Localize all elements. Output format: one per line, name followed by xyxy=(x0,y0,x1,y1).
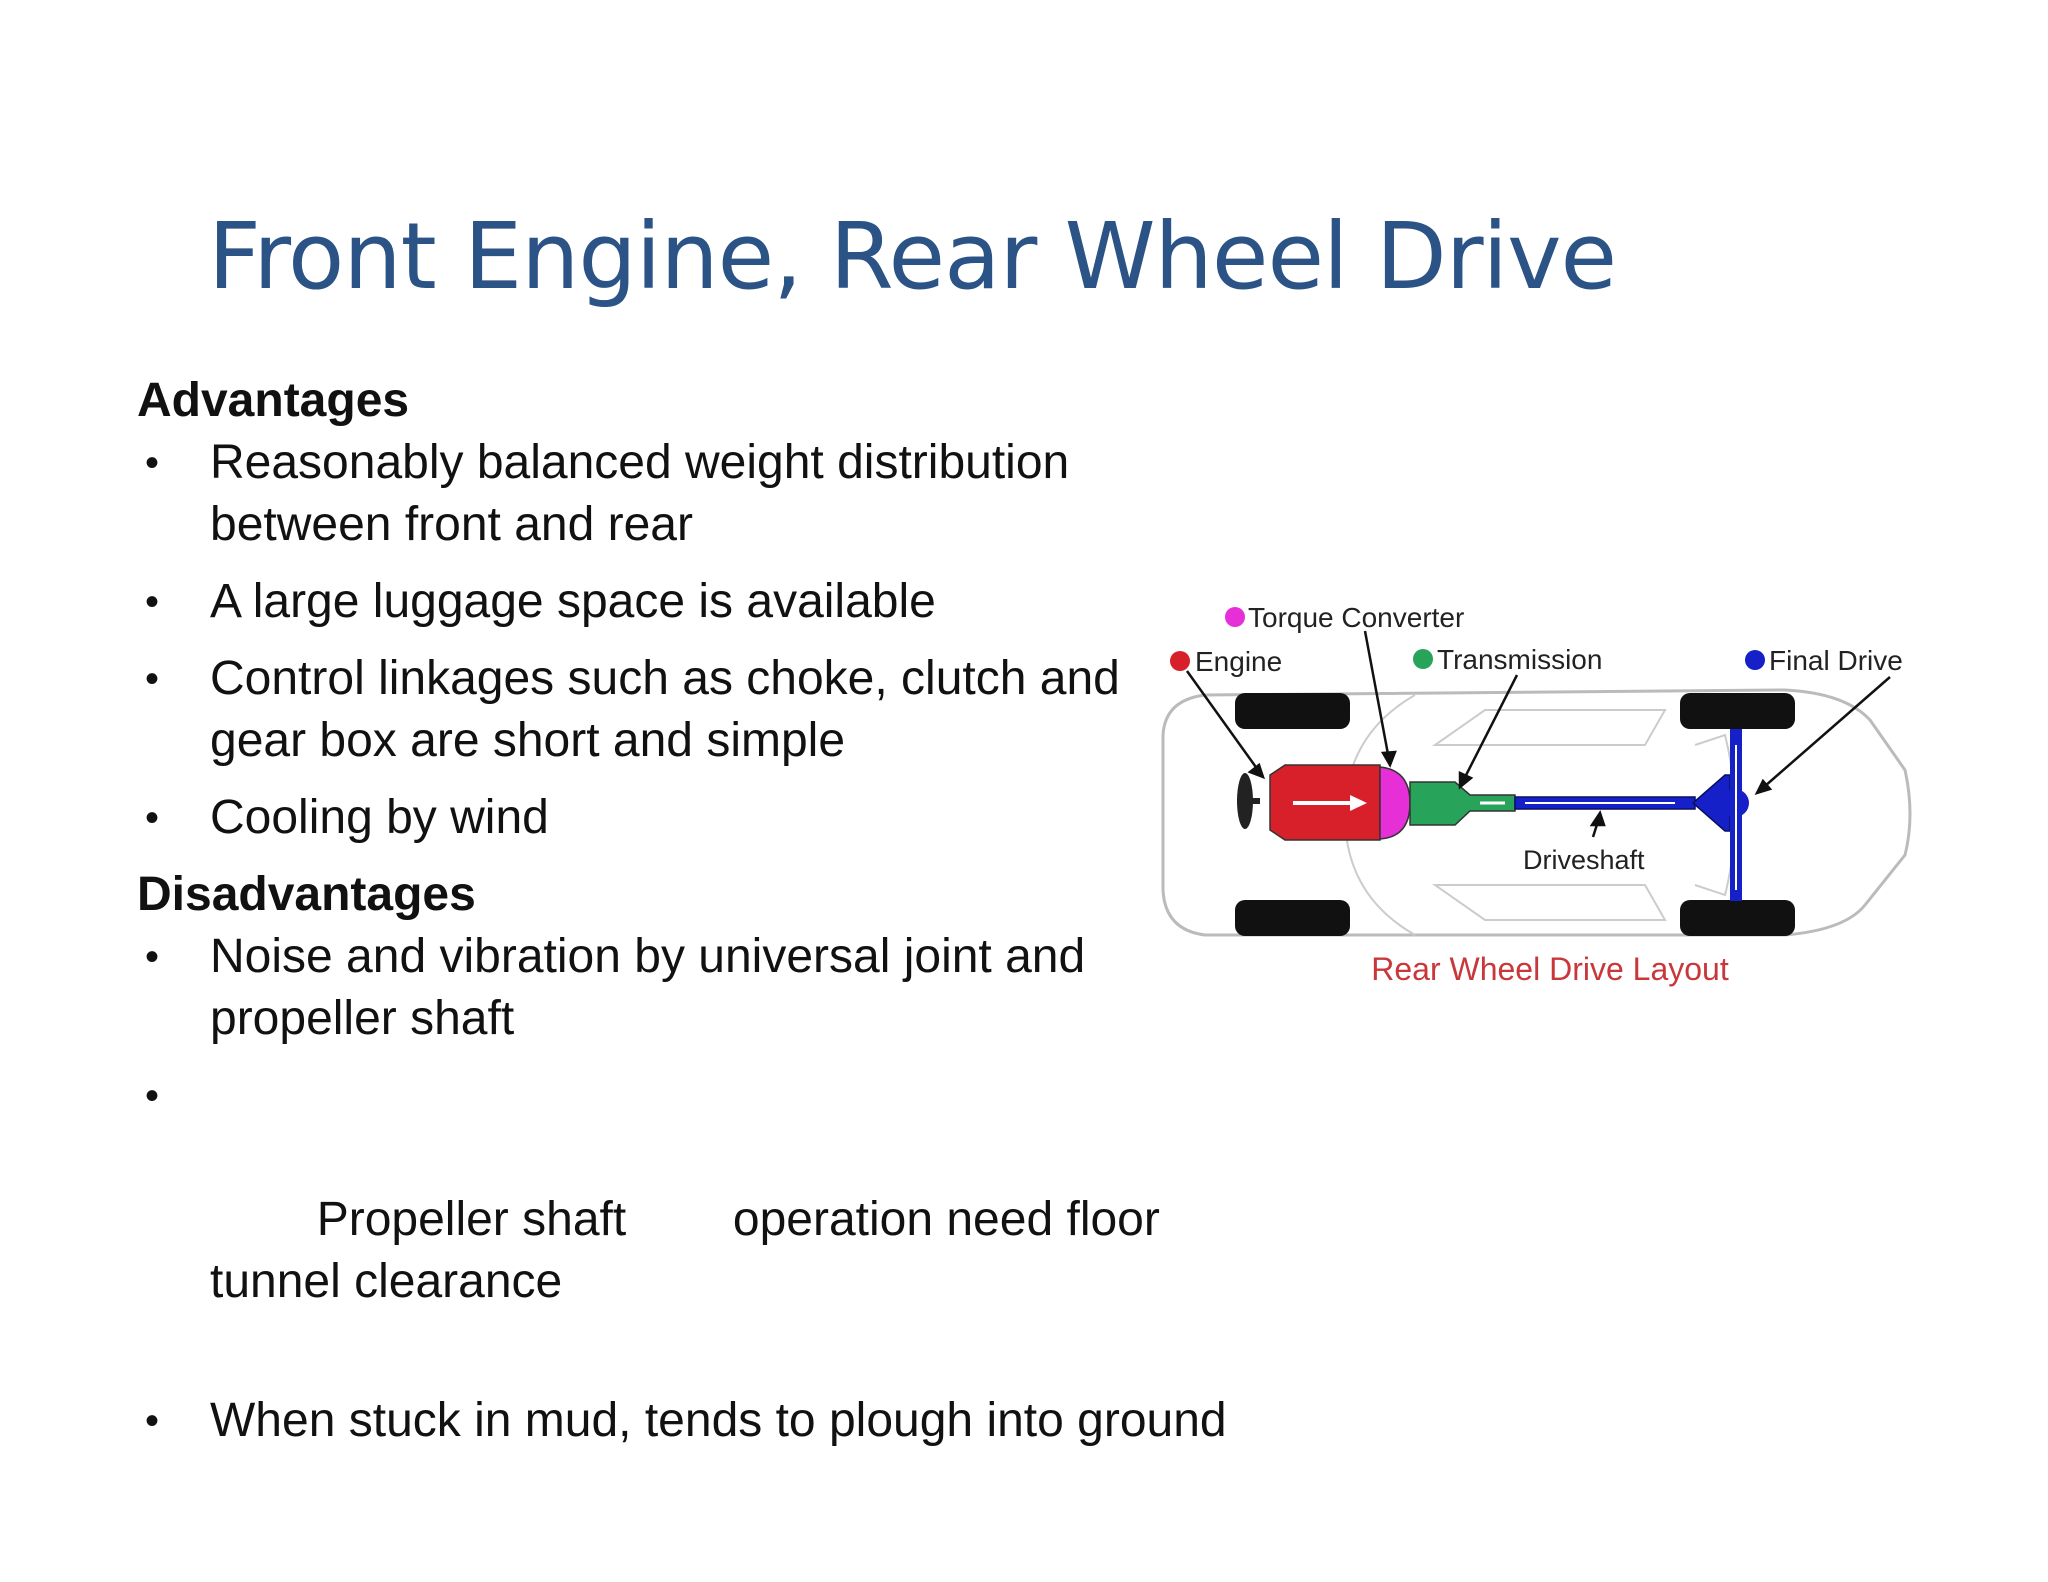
slide-title: Front Engine, Rear Wheel Drive xyxy=(208,203,1617,310)
advantages-list: • Reasonably balanced weight distributio… xyxy=(137,432,1177,849)
final-drive-label: Final Drive xyxy=(1769,645,1903,676)
final-drive-legend-dot xyxy=(1745,650,1765,670)
advantage-item: • Cooling by wind xyxy=(137,787,1177,849)
disadvantage-text: Noise and vibration by universal joint a… xyxy=(210,930,1086,1045)
bullet-dot: • xyxy=(145,935,160,979)
disadvantage-text: Propeller shaft operation need floor tun… xyxy=(210,1193,1174,1308)
driveshaft-label: Driveshaft xyxy=(1523,845,1645,875)
disadvantage-item: • Noise and vibration by universal joint… xyxy=(137,926,1250,1050)
engine-pointer-arrow xyxy=(1185,670,1266,780)
rwd-layout-diagram: Torque Converter Engine Transmission Fin… xyxy=(1145,575,1945,1035)
transmission-label: Transmission xyxy=(1437,644,1602,675)
car-body-outline xyxy=(1161,688,1912,937)
transmission-legend-dot xyxy=(1413,649,1433,669)
car-window-line xyxy=(1431,884,1667,921)
disadvantages-list: • Noise and vibration by universal joint… xyxy=(137,926,1227,1452)
tire-rear-right xyxy=(1680,900,1795,936)
driveshaft-pointer-arrow xyxy=(1589,810,1606,838)
advantage-item: • Control linkages such as choke, clutch… xyxy=(137,648,1170,772)
slide-content: Advantages • Reasonably balanced weight … xyxy=(137,370,1227,1467)
torque-converter-block xyxy=(1379,766,1411,840)
engine-legend-dot xyxy=(1170,651,1190,671)
engine-label: Engine xyxy=(1195,646,1282,677)
advantage-item: • Reasonably balanced weight distributio… xyxy=(137,432,1070,556)
cooling-fan xyxy=(1237,773,1260,829)
diagram-caption: Rear Wheel Drive Layout xyxy=(1371,951,1729,987)
tire-front-left xyxy=(1235,693,1350,729)
engine-arrow-head xyxy=(1350,795,1367,811)
bullet-dot: • xyxy=(145,580,160,624)
bullet-dot: • xyxy=(145,1399,160,1443)
advantage-text: A large luggage space is available xyxy=(210,575,936,628)
rwd-layout-svg: Torque Converter Engine Transmission Fin… xyxy=(1161,602,1912,987)
bullet-dot: • xyxy=(145,441,160,485)
disadvantage-item: • Propeller shaft operation need floor t… xyxy=(137,1065,1220,1375)
bullet-dot: • xyxy=(145,1074,160,1118)
disadvantage-text: When stuck in mud, tends to plough into … xyxy=(210,1394,1227,1447)
tire-rear-left xyxy=(1680,693,1795,729)
torque-converter-legend-dot xyxy=(1225,607,1245,627)
torque-converter-label: Torque Converter xyxy=(1248,602,1464,633)
advantages-heading: Advantages xyxy=(137,374,410,427)
transmission-pointer-arrow xyxy=(1458,674,1519,790)
disadvantage-item: • When stuck in mud, tends to plough int… xyxy=(137,1390,1230,1452)
car-window-line xyxy=(1431,709,1667,746)
advantage-text: Reasonably balanced weight distribution … xyxy=(210,436,1070,551)
advantage-text: Cooling by wind xyxy=(210,791,549,844)
disadvantages-heading: Disadvantages xyxy=(137,868,476,921)
torque-converter-pointer-arrow xyxy=(1363,630,1397,768)
bullet-dot: • xyxy=(145,657,160,701)
advantage-text: Control linkages such as choke, clutch a… xyxy=(210,652,1120,767)
bullet-dot: • xyxy=(145,796,160,840)
final-drive-pointer-arrow xyxy=(1754,676,1891,796)
tire-front-right xyxy=(1235,900,1350,936)
advantage-item: • A large luggage space is available xyxy=(137,571,1177,633)
